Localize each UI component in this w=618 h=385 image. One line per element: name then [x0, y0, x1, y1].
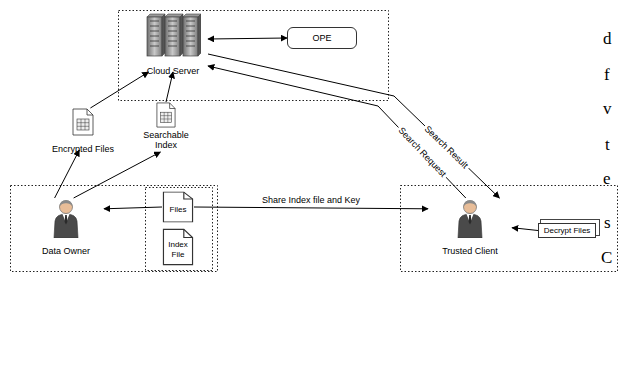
node-label: Decrypt Files: [544, 226, 591, 235]
connector-arrow: [55, 150, 80, 198]
document-node: Index File: [162, 228, 194, 266]
edge-label: Search Request: [394, 124, 449, 181]
document-node: Files: [162, 191, 194, 223]
page-text-fragment: t: [605, 136, 610, 153]
connector-arrow: [90, 72, 148, 108]
page-text-fragment: f: [604, 66, 610, 83]
connector-arrow: [166, 72, 173, 102]
node-icon: [456, 198, 484, 242]
node-label: Files: [170, 205, 187, 214]
node-icon: [72, 108, 94, 140]
person-icon: [52, 198, 80, 238]
node-icon: [145, 12, 201, 62]
owner-region: [11, 186, 218, 272]
server-icon: [145, 12, 201, 58]
node-label: Searchable Index: [140, 130, 192, 151]
server-node: Cloud Server: [138, 12, 208, 72]
actor-node: Trusted Client: [428, 198, 512, 252]
connector-arrow: [208, 38, 287, 39]
document-icon: [72, 108, 94, 136]
node-label: OPE: [312, 33, 331, 43]
node-label: Index File: [164, 240, 192, 258]
connector-arrow: [512, 228, 538, 231]
client-region: [401, 186, 618, 272]
node-label: Data Owner: [42, 246, 90, 256]
page-text-fragment: e: [603, 170, 611, 187]
page-text-fragment: C: [601, 249, 612, 266]
actor-node: Data Owner: [28, 198, 104, 252]
cloud-region: [119, 11, 389, 101]
page-text-fragment: s: [604, 214, 611, 231]
connector-arrow: [208, 54, 499, 198]
document-icon: [156, 102, 176, 128]
index-node: Searchable Index: [138, 102, 194, 152]
process-box: OPE: [287, 27, 357, 49]
connector-arrow: [74, 152, 161, 198]
node-icon: [156, 102, 176, 132]
page-text-fragment: d: [603, 30, 612, 47]
person-icon: [456, 198, 484, 238]
page-text-fragment: v: [603, 100, 612, 117]
edge-label: Share Index file and Key: [260, 195, 362, 205]
process-box: Decrypt Files: [538, 223, 596, 238]
node-icon: [52, 198, 80, 242]
files-region: [146, 188, 213, 271]
node-label: Encrypted Files: [52, 144, 114, 154]
node-label: Cloud Server: [147, 66, 200, 76]
connector-arrow: [194, 207, 428, 209]
connector-arrow: [104, 207, 162, 209]
node-label: Trusted Client: [442, 246, 498, 256]
file-node: Encrypted Files: [46, 108, 120, 150]
